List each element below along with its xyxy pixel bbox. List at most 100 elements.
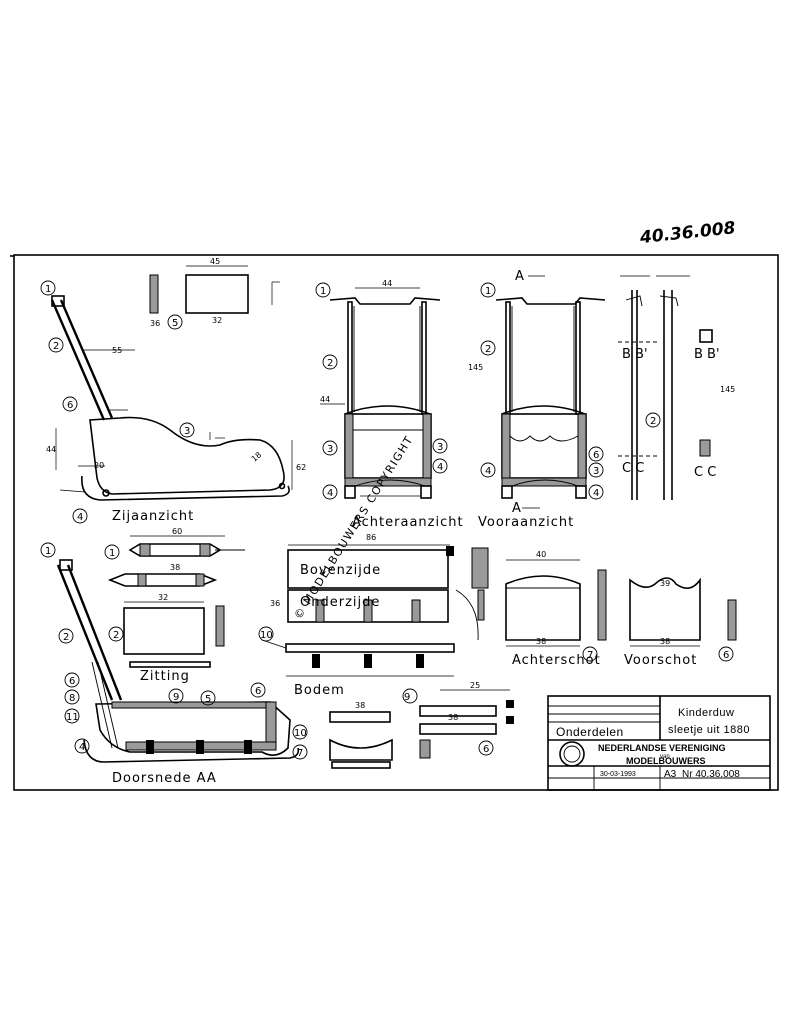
svg-text:A: A [512,501,521,516]
svg-text:1: 1 [109,548,115,559]
svg-text:1: 1 [485,286,491,297]
dim-label: 62 [296,463,306,472]
svg-text:38: 38 [536,637,546,646]
svg-text:1: 1 [45,546,51,557]
section-aa-view: 1 2 6 8 11 4 5 9 6 10 7 Doorsnede AA [40,542,308,786]
svg-text:6: 6 [67,400,73,411]
svg-text:2: 2 [327,358,333,369]
part-number-callouts: 1 2 3 4 3 4 [315,282,448,500]
org-line3: MODELBOUWERS [626,756,706,766]
date-small: 30-03-1993 [600,771,636,778]
seat-parts: 1 60 38 32 2 Zitting [104,527,245,684]
svg-text:1: 1 [45,284,51,295]
svg-text:4: 4 [79,742,85,753]
svg-text:B B': B B' [694,347,720,362]
svg-text:2: 2 [53,341,59,352]
svg-text:40: 40 [536,550,546,559]
org-line2: van [660,754,670,760]
part-number-callouts: 1 2 6 3 4 [40,280,195,524]
svg-text:7: 7 [297,748,303,759]
svg-text:4: 4 [327,488,333,499]
title-line2: sleetje uit 1880 [668,724,750,736]
svg-text:44: 44 [320,395,330,404]
svg-text:1: 1 [320,286,326,297]
part-number-callouts: 1 2 4 6 3 4 [480,282,604,500]
svg-text:3: 3 [593,466,599,477]
svg-text:32: 32 [212,316,222,325]
svg-text:25: 25 [470,681,480,690]
label-achterschot: Achterschot [512,653,601,668]
svg-text:11: 11 [66,712,79,723]
svg-text:4: 4 [485,466,491,477]
dim-label: 20 [94,461,104,470]
svg-text:3: 3 [184,426,190,437]
svg-text:36: 36 [150,319,160,328]
dim-label: 55 [112,346,122,355]
svg-text:9: 9 [404,692,410,703]
view-title-zitting: Zitting [140,669,190,684]
svg-text:38: 38 [355,701,365,710]
svg-text:39: 39 [660,579,670,588]
svg-text:5: 5 [205,694,211,705]
small-parts-bottom: 38 38 9 6 25 [329,681,514,769]
svg-text:38: 38 [448,713,458,722]
dim-label: 44 [46,445,56,454]
svg-text:60: 60 [172,527,182,536]
svg-text:2: 2 [485,344,491,355]
svg-text:9: 9 [173,692,179,703]
rear-view: 44 44 145 1 2 3 4 3 4 Achteraanzicht [315,279,483,530]
svg-text:6: 6 [723,650,729,661]
side-view: 55 44 62 20 18 1 2 6 3 4 Zijaanzicht [40,280,306,524]
title-line1: Kinderduw [678,707,734,719]
part-number-callouts: 1 2 6 8 11 4 5 9 6 10 7 [40,542,308,760]
front-view: A 1 2 4 6 3 4 A Vooraanzicht [478,269,606,530]
nvm-seal-icon [559,741,585,767]
svg-text:6: 6 [255,686,261,697]
svg-text:C C: C C [694,465,716,480]
svg-text:3: 3 [327,444,333,455]
label-onderzijde: Onderzijde [300,595,380,610]
view-title-doorsnede: Doorsnede AA [112,771,217,786]
svg-text:6: 6 [593,450,599,461]
svg-text:38: 38 [660,637,670,646]
view-title-zijaanzicht: Zijaanzicht [112,509,194,524]
svg-text:5: 5 [172,318,178,329]
svg-text:8: 8 [69,693,75,704]
svg-text:45: 45 [210,257,220,266]
drawing-number: Nr 40.36.008 [682,769,740,780]
svg-text:10: 10 [260,630,273,641]
svg-text:A: A [515,269,524,284]
svg-text:2: 2 [650,416,656,427]
svg-text:10: 10 [294,728,307,739]
title-block: Kinderduw sleetje uit 1880 Onderdelen NE… [547,695,771,791]
handle-details: B B' B B' C C C C 2 145 [618,275,735,500]
svg-text:4: 4 [437,462,443,473]
label-bovenzijde: Bovenzijde [300,563,381,578]
svg-text:B B': B B' [622,347,648,362]
svg-text:36: 36 [270,599,280,608]
svg-text:4: 4 [77,512,83,523]
panel-parts: 40 38 Achterschot 7 39 38 Voorschot 6 [505,550,737,668]
svg-text:145: 145 [720,385,735,394]
svg-text:2: 2 [113,630,119,641]
bottom-parts: 86 Bovenzijde Onderzijde 36 Bodem 10 [258,533,489,698]
org-line1: NEDERLANDSE VERENIGING [598,743,726,753]
svg-text:2: 2 [63,632,69,643]
svg-text:44: 44 [382,279,392,288]
label-bodem: Bodem [294,683,345,698]
subject-label: Onderdelen [556,725,624,739]
dim-label: 18 [250,450,264,463]
sheet-border [10,254,779,791]
view-title-achteraanzicht: Achteraanzicht [352,515,464,530]
handwritten-drawing-number: 40.36.008 [638,218,736,248]
svg-text:6: 6 [69,676,75,687]
svg-text:32: 32 [158,593,168,602]
small-plates-top: 36 45 32 5 [149,257,280,330]
svg-text:7: 7 [587,650,593,661]
sheet-size: A3 [664,769,677,780]
label-voorschot: Voorschot [624,653,697,668]
svg-text:145: 145 [468,363,483,372]
svg-text:C C: C C [622,461,644,476]
svg-text:38: 38 [170,563,180,572]
